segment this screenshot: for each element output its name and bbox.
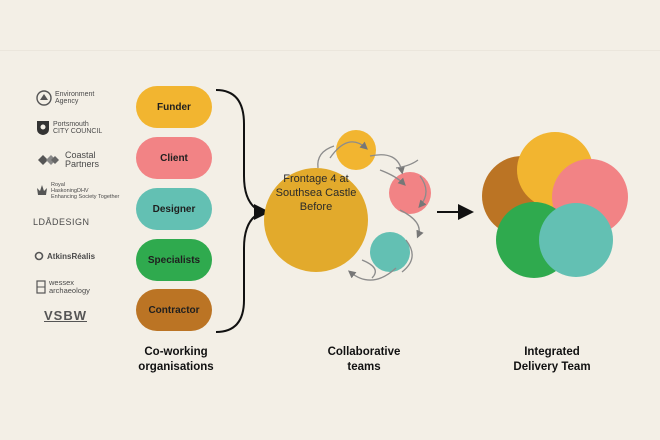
pill-client: Client xyxy=(136,137,212,179)
team-circle-funder xyxy=(336,130,376,170)
integrated-circle-contractor xyxy=(482,156,562,236)
pill-label: Funder xyxy=(157,101,191,113)
logo-text: VSBW xyxy=(44,308,87,323)
logo-text: Royal HaskoningDHV Enhancing Society Tog… xyxy=(51,182,120,200)
center-label: Frontage 4 at Southsea Castle Before xyxy=(275,173,357,213)
logo-text: wessex archaeology xyxy=(49,278,90,295)
integrated-circle-client xyxy=(552,159,628,235)
shield-icon xyxy=(37,121,49,135)
logo-atkins-realis: AtkinsRéalis xyxy=(34,251,95,261)
caption-coworking: Co-working organisations xyxy=(138,346,214,373)
team-circle-client xyxy=(389,172,431,214)
crown-icon xyxy=(37,185,47,195)
logo-portsmouth: Portsmouth CITY COUNCIL xyxy=(36,120,102,136)
environment-agency-icon xyxy=(36,90,52,106)
pill-contractor: Contractor xyxy=(136,289,212,331)
integrated-circle-specialists xyxy=(496,202,572,278)
diamonds-icon xyxy=(38,155,59,165)
logo-coastal-partners: Coastal Partners xyxy=(36,151,99,169)
logo-royal-haskoning: Royal HaskoningDHV Enhancing Society Tog… xyxy=(36,182,119,200)
pill-label: Specialists xyxy=(147,254,201,266)
caption-collaborative: Collaborative teams xyxy=(327,346,401,373)
pill-designer: Designer xyxy=(136,188,212,230)
logo-text: Coastal Partners xyxy=(65,150,100,169)
logo-lda-design: LDÅDESIGN xyxy=(33,217,90,227)
logo-text: Environment Agency xyxy=(55,91,95,105)
pill-label: Contractor xyxy=(148,304,200,316)
caption-integrated: Integrated Delivery Team xyxy=(513,346,591,373)
logo-vsbw: VSBW xyxy=(44,308,87,323)
pill-specialists: Specialists xyxy=(136,239,212,281)
integrated-circle-funder xyxy=(517,132,593,208)
logo-text: AtkinsRéalis xyxy=(47,251,96,261)
pill-funder: Funder xyxy=(136,86,212,128)
logo-text: Portsmouth CITY COUNCIL xyxy=(53,121,103,135)
atkins-icon xyxy=(34,251,44,261)
logo-text: LDÅDESIGN xyxy=(33,217,90,227)
pill-label: Client xyxy=(160,152,188,164)
wessex-icon xyxy=(36,279,46,294)
team-circle-designer xyxy=(370,232,410,272)
logo-environment-agency: Environment Agency xyxy=(36,90,94,106)
logo-wessex-archaeology: wessex archaeology xyxy=(36,279,90,294)
brace xyxy=(215,89,265,333)
pill-label: Designer xyxy=(152,203,196,215)
integrated-circle-designer xyxy=(539,203,613,277)
top-band xyxy=(0,0,660,51)
